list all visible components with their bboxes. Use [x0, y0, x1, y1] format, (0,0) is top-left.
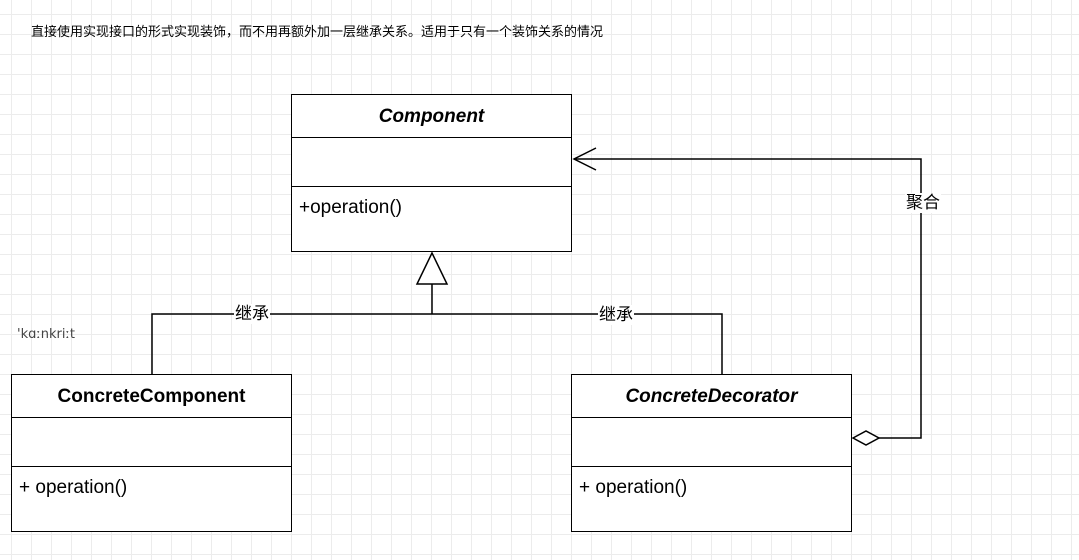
concrete-component-class-name: ConcreteComponent [12, 375, 291, 418]
aggregation-label: 聚合 [905, 193, 941, 213]
component-class-name: Component [292, 95, 571, 138]
aggregation-arrowhead [572, 147, 597, 171]
component-attributes [292, 138, 571, 187]
aggregation-diamond [851, 430, 881, 446]
concrete-component-attributes [12, 418, 291, 467]
generalization-arrowhead [415, 251, 449, 285]
concrete-component-class[interactable]: ConcreteComponent + operation() [11, 374, 292, 532]
aggregation-line [574, 158, 922, 439]
concrete-component-method: + operation() [19, 477, 128, 498]
concrete-decorator-method: + operation() [579, 477, 688, 498]
inherit-left-line [151, 313, 432, 375]
concrete-decorator-attributes [572, 418, 851, 467]
component-method: +operation() [299, 197, 402, 218]
inherit-right-label: 继承 [598, 305, 634, 325]
pronunciation-note: 'kɑːnkriːt [17, 327, 75, 342]
component-class[interactable]: Component +operation() [291, 94, 572, 252]
concrete-decorator-class-name: ConcreteDecorator [572, 375, 851, 418]
concrete-decorator-class[interactable]: ConcreteDecorator + operation() [571, 374, 852, 532]
diagram-caption: 直接使用实现接口的形式实现装饰，而不用再额外加一层继承关系。适用于只有一个装饰关… [31, 25, 604, 40]
inherit-right-line [432, 313, 723, 375]
inherit-left-label: 继承 [234, 304, 270, 324]
